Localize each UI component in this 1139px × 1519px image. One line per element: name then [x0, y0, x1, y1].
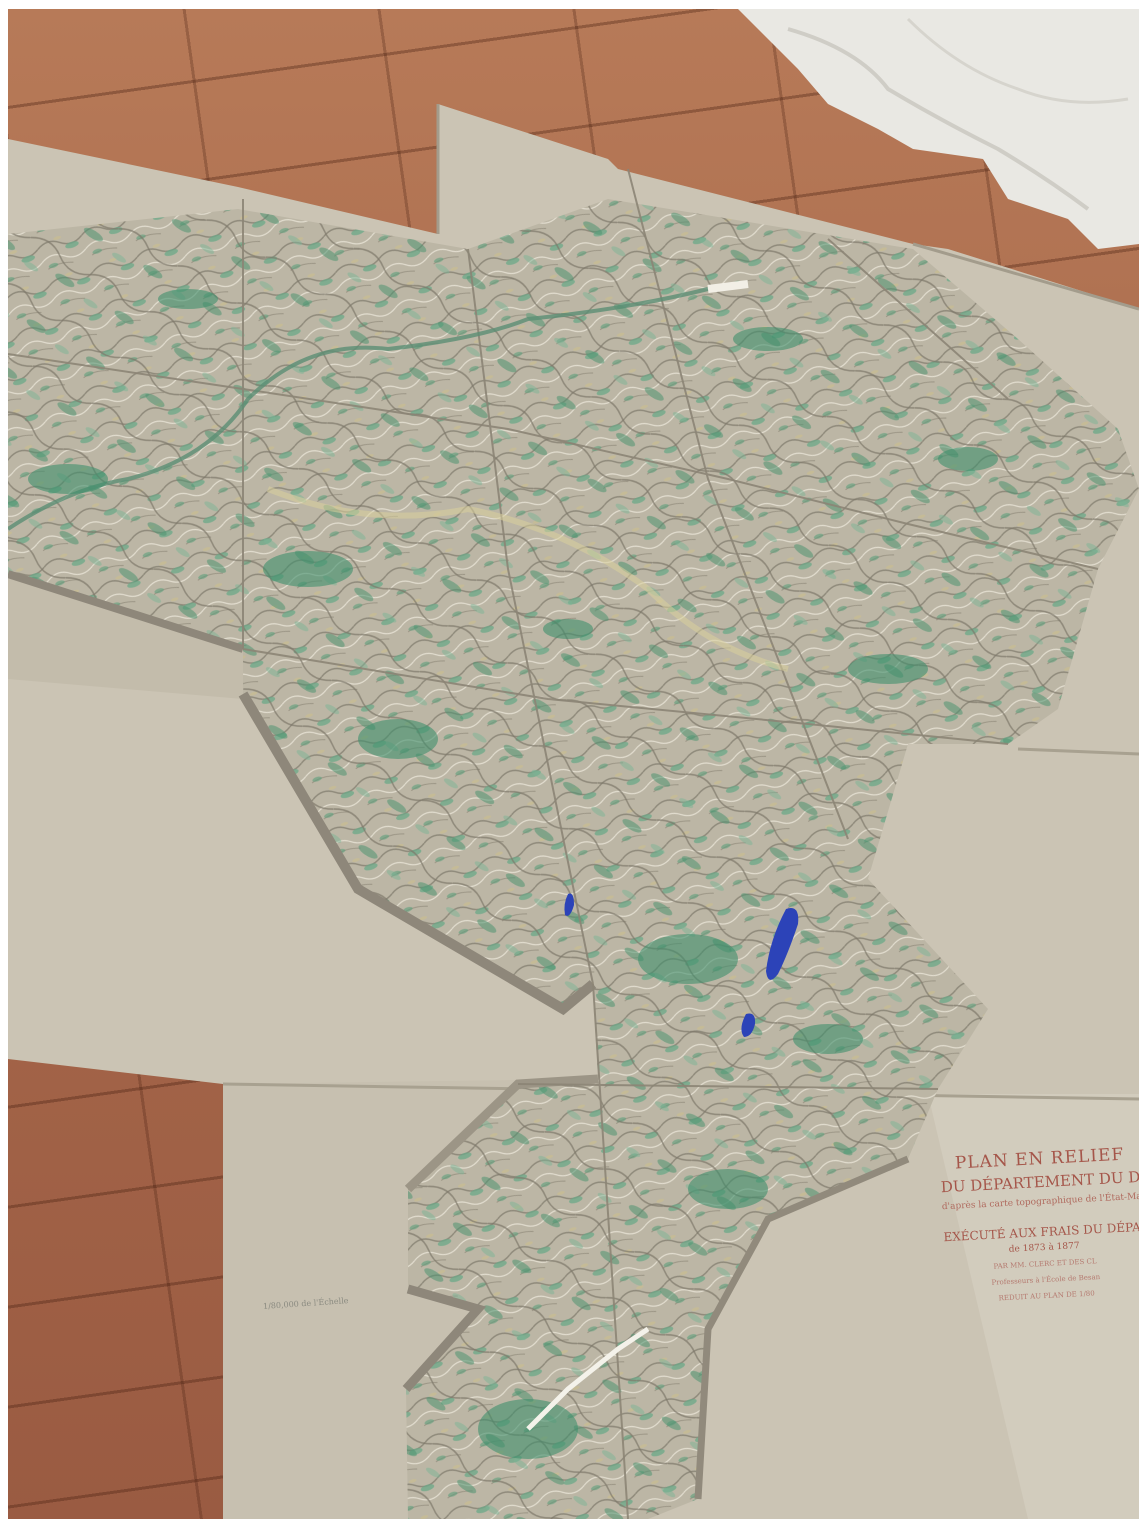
lakes [564, 893, 799, 1037]
relief-map-scene [8, 9, 1139, 1519]
inscription-plaque: PLAN EN RELIEF DU DÉPARTEMENT DU DO d'ap… [939, 1144, 1139, 1306]
lake-small [741, 1013, 756, 1037]
lake-west [564, 893, 574, 916]
plaque-source: d'après la carte topographique de l'État… [941, 1191, 1139, 1213]
relief-map [8, 168, 1139, 1519]
photo: PLAN EN RELIEF DU DÉPARTEMENT DU DO d'ap… [8, 9, 1139, 1519]
lake-large [766, 908, 799, 980]
